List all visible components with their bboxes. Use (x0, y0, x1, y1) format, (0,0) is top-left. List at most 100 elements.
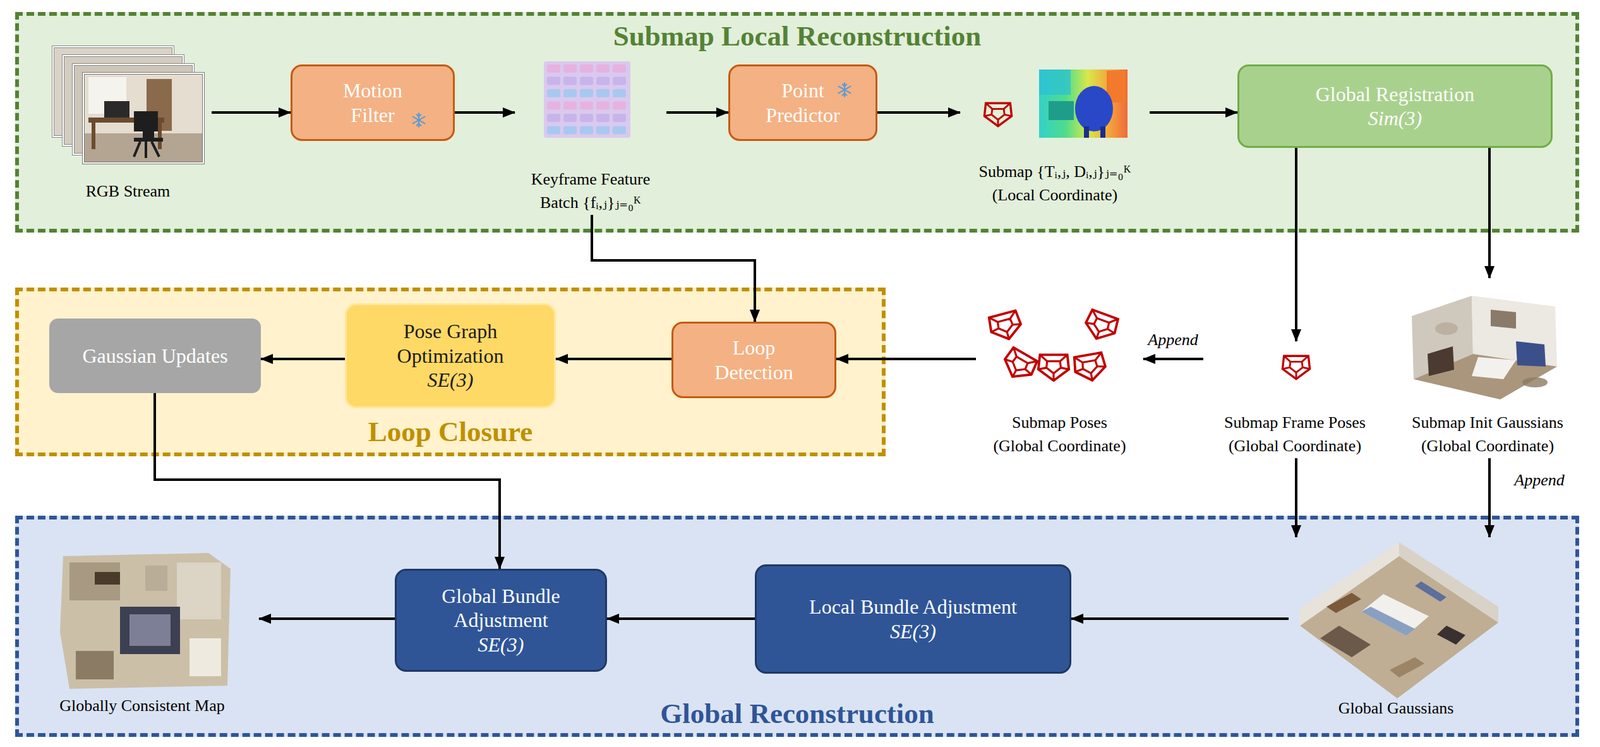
rgb-stream-frames (63, 55, 184, 146)
global-gaussians-render (1299, 541, 1400, 626)
global-gaussians-render (1437, 625, 1466, 645)
feature-grid (547, 113, 561, 122)
depth-map (1039, 69, 1128, 138)
global-map-render (120, 606, 181, 654)
global-map-render (60, 552, 231, 689)
rgb-stream-frames (146, 78, 172, 131)
arrow-connector (258, 617, 395, 620)
init-gaussians-render (1522, 377, 1548, 388)
illustrated-item: Submap Poses (Global Coordinate) (975, 290, 1144, 458)
section-band: Global ReconstructionGlobally Consistent… (15, 515, 1580, 737)
rgb-stream-frames (83, 73, 204, 134)
box-label: Global Registration (1315, 82, 1475, 107)
arrow-connector (1488, 147, 1491, 278)
rgb-stream-frames (133, 111, 163, 142)
feature-grid (547, 77, 561, 86)
caption: Globally Consistent Map (59, 693, 225, 718)
rgb-stream-frames (83, 73, 204, 163)
process-box: Gaussian Updates (49, 318, 261, 393)
feature-grid (563, 89, 577, 98)
box-label: Sim(3) (1368, 106, 1422, 131)
feature-grid (612, 113, 626, 122)
box-label: Motion Filter (328, 78, 417, 127)
process-box: Global RegistrationSim(3) (1237, 64, 1553, 148)
feature-grid (596, 126, 610, 135)
feature-grid (563, 126, 577, 135)
rgb-stream-frames (73, 64, 194, 155)
rgb-stream-frames (157, 122, 162, 150)
rgb-stream-frames (53, 46, 174, 137)
arrow-connector (1143, 357, 1204, 361)
frozen-icon (413, 113, 426, 127)
rgb-stream-frames (88, 77, 127, 114)
init-gaussians-render (1413, 353, 1558, 400)
rgb-stream-frames (91, 122, 96, 150)
illustrated-item: Globally Consistent Map (25, 543, 259, 718)
depth-map (1083, 126, 1089, 138)
rgb-stream-frames (53, 46, 174, 137)
caption: Submap {Tᵢ,ⱼ, Dᵢ,ⱼ}ⱼ₌₀ᴷ (978, 159, 1131, 184)
arrow-connector (1071, 617, 1289, 620)
arrow-connector (1488, 457, 1491, 537)
feature-grid (543, 61, 631, 138)
feature-grid (547, 101, 561, 110)
global-map-render (189, 637, 222, 676)
rgb-stream-frames (88, 117, 165, 123)
box-label: SE(3) (427, 367, 474, 392)
global-gaussians-render (1399, 541, 1499, 623)
arrow-connector (1294, 457, 1298, 537)
feature-grid (563, 101, 577, 110)
arrow-connector (555, 357, 672, 361)
feature-grid (596, 113, 610, 122)
global-map-render (75, 650, 114, 680)
illustrated-item: Submap Frame Poses (Global Coordinate) (1203, 341, 1387, 458)
arrow-connector (666, 111, 729, 114)
arrow-connector (1149, 111, 1238, 114)
feature-grid (547, 89, 561, 98)
feature-grid (579, 101, 594, 110)
process-box: Motion Filter (290, 64, 455, 141)
feature-grid (596, 64, 610, 73)
rgb-stream-frames (53, 46, 204, 163)
rgb-stream-frames (83, 73, 204, 163)
arrow-connector (260, 357, 345, 361)
init-gaussians-render (1427, 346, 1455, 376)
illustrated-item: Global Gaussians (1288, 536, 1504, 721)
caption: (Local Coordinate) (992, 183, 1119, 208)
feature-grid (579, 89, 594, 98)
process-box: Pose Graph OptimizationSE(3) (344, 303, 556, 409)
caption: Submap Frame Poses (Global Coordinate) (1203, 410, 1387, 458)
feature-grid (579, 77, 594, 86)
process-box: Loop Detection (671, 321, 837, 398)
init-gaussians-render (1515, 341, 1546, 367)
rgb-stream-frames (73, 64, 194, 155)
caption: Keyframe Feature Batch {fᵢ,ⱼ}ⱼ₌₀ᴷ (514, 167, 667, 215)
global-gaussians-render (1326, 592, 1362, 613)
arrow-connector (211, 111, 291, 114)
global-gaussians-render (1320, 625, 1371, 657)
box-label: Pose Graph Optimization (384, 318, 517, 368)
feature-grid (579, 113, 594, 122)
section-band: Submap Local ReconstructionRGB StreamMot… (15, 12, 1580, 233)
arrow-connector (591, 214, 755, 322)
arrow-connector (836, 357, 976, 361)
box-label: SE(3) (478, 632, 525, 657)
global-map-render (94, 571, 121, 585)
global-map-render (176, 562, 222, 620)
rgb-stream-frames (133, 141, 160, 158)
depth-map (1048, 101, 1074, 121)
arrow-connector (607, 617, 755, 620)
camera-icon (984, 102, 1012, 126)
box-label: Global Bundle Adjustment (425, 583, 577, 633)
depth-map (1039, 69, 1128, 138)
edge-label: Append (1514, 470, 1564, 490)
feature-grid (563, 64, 577, 73)
depth-map (1100, 126, 1106, 138)
init-gaussians-render (1471, 356, 1516, 379)
feature-grid (612, 101, 626, 110)
init-gaussians-render (1435, 322, 1458, 335)
section-title: Loop Closure (18, 416, 882, 448)
edge-label: Append (1147, 330, 1198, 350)
box-label: SE(3) (890, 619, 937, 644)
feature-grid (579, 126, 594, 135)
